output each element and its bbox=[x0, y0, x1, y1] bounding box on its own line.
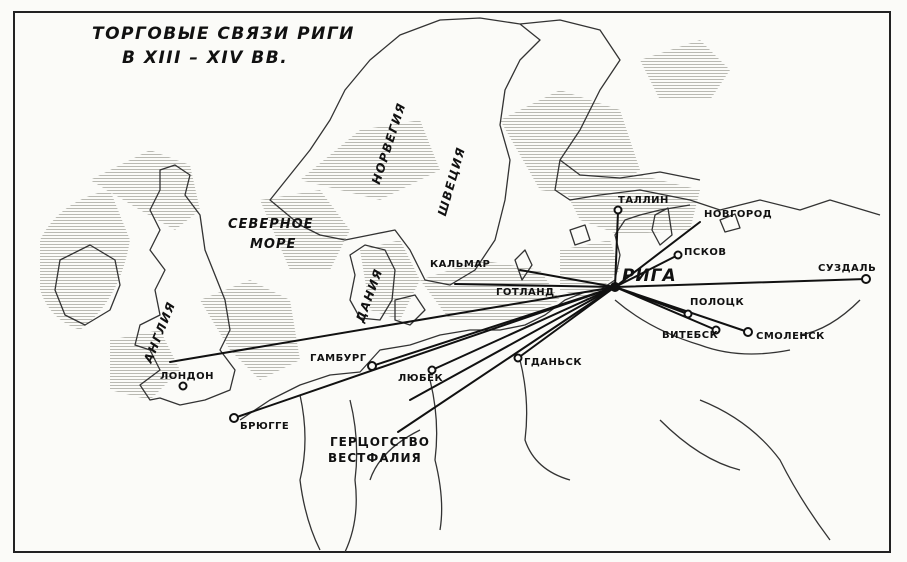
coastlines bbox=[54, 17, 881, 553]
route-lubeck bbox=[431, 286, 616, 371]
route-westphalia bbox=[397, 286, 616, 433]
route-brugge bbox=[233, 286, 616, 419]
marker-london bbox=[178, 381, 188, 391]
map-title-line2: В XIII – XIV ВВ. bbox=[122, 48, 289, 68]
route-kalmar bbox=[519, 269, 616, 288]
city-label-gdansk: ГДАНЬСК bbox=[524, 357, 583, 368]
city-label-brugge: БРЮГГЕ bbox=[240, 421, 290, 432]
route-gotland bbox=[454, 283, 616, 288]
region-label-westphalia-1: ГЕРЦОГСТВО bbox=[330, 435, 430, 449]
city-label-kalmar: КАЛЬМАР bbox=[430, 259, 491, 270]
route-lubeck-inland bbox=[409, 286, 616, 401]
city-label-vitebsk: ВИТЕБСК bbox=[662, 330, 719, 341]
city-label-novgorod: НОВГОРОД bbox=[704, 209, 773, 220]
trade-routes bbox=[169, 211, 867, 433]
route-suzdal bbox=[614, 278, 867, 288]
marker-brugge bbox=[229, 413, 239, 423]
marker-polotsk bbox=[683, 309, 693, 319]
marker-tallinn bbox=[613, 205, 623, 215]
route-novgorod bbox=[614, 221, 701, 288]
city-label-gamburg: ГАМБУРГ bbox=[310, 353, 367, 364]
marker-pskov bbox=[673, 250, 683, 260]
city-label-pskov: ПСКОВ bbox=[684, 247, 727, 258]
region-label-westphalia-2: ВЕСТФАЛИЯ bbox=[328, 451, 422, 465]
sea-label-north-sea-1: СЕВЕРНОЕ bbox=[228, 217, 314, 232]
marker-smolensk bbox=[743, 327, 753, 337]
marker-lubeck bbox=[427, 365, 437, 375]
route-england bbox=[169, 286, 616, 363]
city-label-polotsk: ПОЛОЦК bbox=[690, 297, 745, 308]
city-label-suzdal: СУЗДАЛЬ bbox=[818, 263, 877, 274]
route-smolensk bbox=[614, 286, 749, 333]
marker-gdansk bbox=[513, 353, 523, 363]
city-label-london: ЛОНДОН bbox=[160, 371, 214, 382]
city-label-smolensk: СМОЛЕНСК bbox=[756, 331, 825, 342]
city-markers bbox=[178, 205, 871, 423]
route-vitebsk bbox=[614, 286, 717, 331]
sea-hatching bbox=[40, 40, 730, 400]
route-pskov bbox=[614, 254, 679, 288]
marker-riga bbox=[610, 282, 620, 292]
sea-label-north-sea-2: МОРЕ bbox=[250, 237, 297, 252]
route-tallinn bbox=[614, 211, 619, 288]
city-label-gotland: ГОТЛАНД bbox=[496, 287, 555, 298]
marker-vitebsk bbox=[711, 325, 721, 335]
marker-suzdal bbox=[861, 274, 871, 284]
marker-gamburg bbox=[367, 361, 377, 371]
map-title-line1: ТОРГОВЫЕ СВЯЗИ РИГИ bbox=[92, 24, 355, 44]
city-label-tallinn: ТАЛЛИН bbox=[618, 195, 669, 206]
hub-label-riga: РИГА bbox=[622, 266, 677, 286]
city-label-lubeck: ЛЮБЕК bbox=[398, 373, 444, 384]
